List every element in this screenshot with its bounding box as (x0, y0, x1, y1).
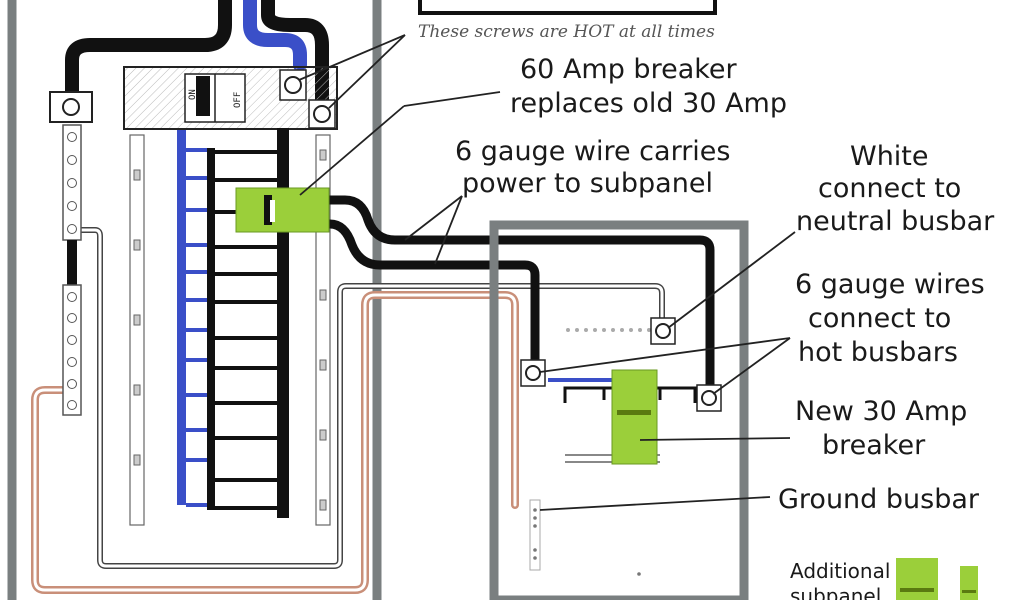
hot-label-line3: hot busbars (798, 337, 958, 368)
hot-screw-1 (284, 76, 302, 94)
new-30-amp-breaker (611, 369, 658, 465)
subpanel-hot-lug-right (696, 384, 722, 412)
breaker-on-label: ON (188, 89, 198, 100)
new30-label-line2: breaker (822, 430, 926, 461)
legend-label-line1: Additional (790, 559, 890, 583)
legend-label-line2: subpanel (790, 584, 881, 600)
callout-lines (298, 34, 796, 511)
legend: Additional subpanel (790, 558, 978, 600)
green-60-amp-breaker (235, 187, 330, 233)
ground-busbar-label: Ground busbar (778, 484, 980, 515)
legend-breaker-swatch-small (960, 566, 978, 600)
subpanel-ground-busbar (529, 499, 541, 571)
wire-6g-label-line2: power to subpanel (462, 168, 713, 199)
wire-6g-label-line1: 6 gauge wire carries (455, 136, 730, 167)
breaker-60-label-line1: 60 Amp breaker (520, 54, 738, 85)
title-box (418, 0, 717, 15)
white-label-line2: connect to (818, 173, 961, 204)
hot-screw-2 (313, 105, 331, 123)
breaker-60-label-line2: replaces old 30 Amp (510, 88, 787, 119)
hot-label-line2: connect to (808, 303, 951, 334)
subpanel-neutral-lug (650, 317, 676, 345)
left-ground-rail (129, 134, 145, 526)
bus-stabs (186, 148, 277, 510)
blue-bus-bar (177, 130, 186, 505)
legend-breaker-swatch (896, 558, 938, 600)
neutral-busbar (49, 91, 93, 416)
white-neutral-wire (72, 227, 665, 569)
white-label-line3: neutral busbar (796, 206, 995, 237)
subpanel (489, 220, 749, 600)
hot-wires-to-subpanel (315, 195, 715, 400)
service-wires (65, 0, 329, 117)
hot-screws-note: These screws are HOT at all times (418, 22, 715, 42)
main-panel (7, 0, 382, 600)
white-label-line1: White (850, 141, 929, 172)
black-bus-bar (277, 128, 289, 518)
new30-label-line1: New 30 Amp (795, 396, 967, 427)
subpanel-hot-lug-left (520, 359, 546, 387)
hot-label-line1: 6 gauge wires (795, 269, 985, 300)
ground-wire (31, 291, 519, 594)
main-breaker: ON OFF (123, 66, 338, 130)
breaker-off-label: OFF (233, 92, 243, 108)
